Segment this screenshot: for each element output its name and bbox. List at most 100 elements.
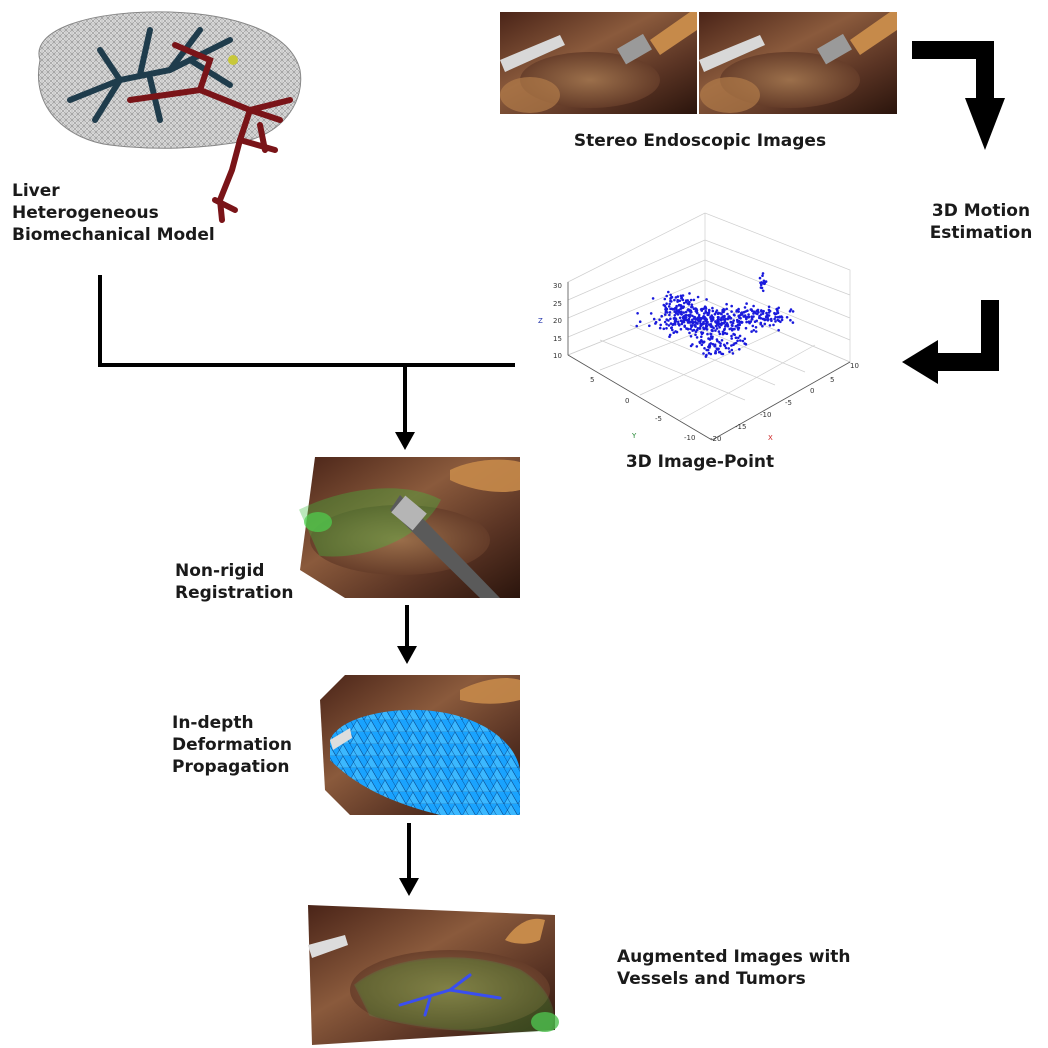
scatter-point bbox=[706, 321, 709, 324]
scatter-point bbox=[690, 345, 693, 348]
scatter-point bbox=[715, 325, 718, 328]
scatter-point bbox=[707, 349, 710, 352]
scatter-point bbox=[719, 351, 722, 354]
scatter-point bbox=[773, 318, 776, 321]
x-tick: -15 bbox=[735, 423, 746, 431]
scatter-point bbox=[725, 347, 728, 350]
scatter-point bbox=[690, 335, 693, 338]
scatter-point bbox=[679, 300, 682, 303]
scatter-point bbox=[750, 330, 753, 333]
scatter-point bbox=[652, 297, 655, 300]
scatter-point bbox=[762, 310, 765, 313]
scatter-point bbox=[762, 272, 765, 275]
scatter-point bbox=[726, 332, 729, 335]
scatter-point bbox=[639, 320, 642, 323]
scatter-point bbox=[737, 328, 740, 331]
scatter-point bbox=[744, 338, 747, 341]
scatter-point bbox=[790, 308, 793, 311]
scatter-point bbox=[669, 311, 672, 314]
scatter-point bbox=[670, 296, 673, 299]
scatter-point bbox=[730, 337, 733, 340]
scatter-point bbox=[683, 325, 686, 328]
scatter-point bbox=[717, 316, 720, 319]
scatter-point bbox=[789, 319, 792, 322]
scatter-point bbox=[706, 312, 709, 315]
scatter-point bbox=[730, 344, 733, 347]
scatter-plot-3d: 30 25 20 15 10 5 0 -5 -10 10 5 0 -5 -10 … bbox=[538, 213, 859, 443]
scatter-point bbox=[728, 328, 731, 331]
scatter-point bbox=[659, 324, 662, 327]
scatter-point bbox=[721, 311, 724, 314]
scatter-point bbox=[781, 316, 784, 319]
scatter-point bbox=[672, 331, 675, 334]
scatter-point bbox=[674, 321, 677, 324]
scatter-point bbox=[711, 307, 714, 310]
scatter-point bbox=[731, 325, 734, 328]
scatter-point bbox=[726, 313, 729, 316]
scatter-point bbox=[660, 315, 663, 318]
motion-estimation-label: 3D Motion Estimation bbox=[916, 200, 1046, 244]
scatter-point bbox=[664, 313, 667, 316]
scatter-point bbox=[705, 298, 708, 301]
scatter-point bbox=[717, 348, 720, 351]
scatter-point bbox=[726, 323, 729, 326]
scatter-point bbox=[747, 316, 750, 319]
scatter-point bbox=[765, 280, 768, 283]
scatter-point bbox=[716, 323, 719, 326]
scatter-point bbox=[726, 342, 729, 345]
scatter-point bbox=[714, 352, 717, 355]
scatter-point bbox=[723, 332, 726, 335]
scatter-point bbox=[697, 327, 700, 330]
scatter-point bbox=[745, 327, 748, 330]
scatter-point bbox=[732, 322, 735, 325]
scatter-point bbox=[708, 309, 711, 312]
scatter-point bbox=[717, 320, 720, 323]
scatter-point bbox=[687, 328, 690, 331]
scatter-point bbox=[725, 303, 728, 306]
scatter-point bbox=[675, 305, 678, 308]
scatter-point bbox=[721, 339, 724, 342]
scatter-point bbox=[761, 325, 764, 328]
scatter-point bbox=[733, 313, 736, 316]
scatter-point bbox=[703, 347, 706, 350]
z-axis-label: Z bbox=[538, 317, 543, 325]
scatter-point bbox=[764, 323, 767, 326]
scatter-point bbox=[718, 341, 721, 344]
scatter-point bbox=[711, 329, 714, 332]
scatter-point bbox=[695, 310, 698, 313]
z-tick: 20 bbox=[553, 317, 562, 325]
scatter-point bbox=[669, 318, 672, 321]
scatter-point bbox=[673, 299, 676, 302]
scatter-point bbox=[665, 327, 668, 330]
scatter-point bbox=[710, 326, 713, 329]
scatter-point bbox=[677, 323, 680, 326]
scatter-point bbox=[690, 299, 693, 302]
scatter-point bbox=[778, 316, 781, 319]
scatter-point bbox=[710, 323, 713, 326]
scatter-point bbox=[727, 316, 730, 319]
x-tick: -10 bbox=[760, 411, 771, 419]
scatter-point bbox=[723, 315, 726, 318]
z-tick: 15 bbox=[553, 335, 562, 343]
scatter-point bbox=[792, 310, 795, 313]
scatter-point bbox=[682, 294, 685, 297]
scatter-point bbox=[680, 310, 683, 313]
scatter-point bbox=[669, 300, 672, 303]
scatter-point bbox=[750, 308, 753, 311]
scatter-point bbox=[698, 314, 701, 317]
scatter-point bbox=[721, 322, 724, 325]
scatter-point bbox=[706, 325, 709, 328]
scatter-point bbox=[702, 341, 705, 344]
scatter-point bbox=[733, 333, 736, 336]
scatter-point bbox=[768, 306, 771, 309]
scatter-point bbox=[654, 322, 657, 325]
scatter-point bbox=[707, 346, 710, 349]
arrow-head-2 bbox=[397, 646, 417, 664]
scatter-point bbox=[712, 343, 715, 346]
scatter-point bbox=[648, 325, 651, 328]
scatter-point bbox=[751, 318, 754, 321]
scatter-point bbox=[691, 315, 694, 318]
scatter-point bbox=[716, 309, 719, 312]
scatter-point bbox=[668, 335, 671, 338]
scatter-point bbox=[716, 338, 719, 341]
